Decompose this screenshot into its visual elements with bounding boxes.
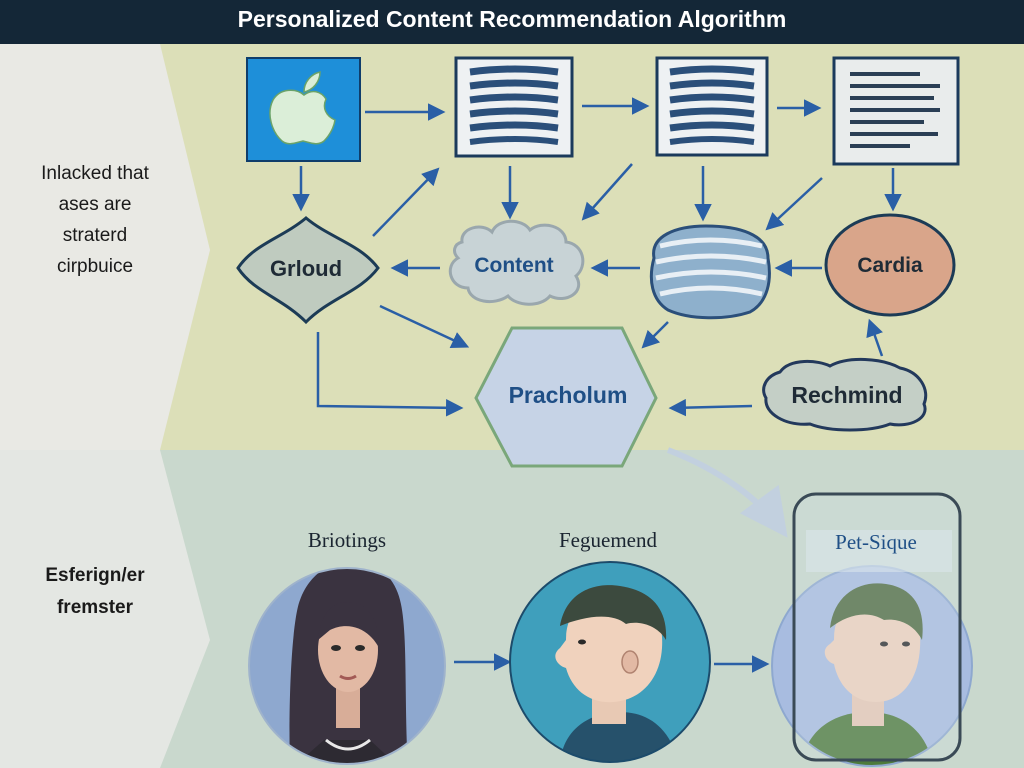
pracholum-node (474, 326, 658, 468)
transition-arrow (666, 447, 788, 538)
apple-logo-icon (246, 57, 361, 162)
side-note-top: Inlacked that ases are straterd cirpbuic… (0, 158, 190, 282)
content-cloud-node (448, 219, 585, 306)
rechmind-cloud-node (762, 357, 928, 432)
content-label: Content (474, 254, 554, 277)
side-note-line: straterd (62, 225, 128, 246)
person-label-second: Feguemend (559, 528, 657, 552)
woman-avatar (249, 568, 445, 764)
side-note-line: fremster (56, 597, 134, 618)
cardia-label: Cardia (857, 254, 923, 277)
flow-arrows (292, 97, 902, 673)
page-title: Personalized Content Recommendation Algo… (0, 0, 1024, 44)
side-note-line: Inlacked that (41, 163, 149, 184)
side-note-line: ases are (58, 194, 132, 215)
grloud-node (236, 216, 380, 325)
person-label-third: Pet-Sique (835, 530, 917, 554)
rechmind-label: Rechmind (791, 382, 903, 408)
person-label-first: Briotings (307, 528, 387, 552)
grloud-label: Grloud (269, 256, 343, 281)
man-profile-avatar (510, 562, 710, 762)
side-note-line: Esferign/er (45, 565, 145, 586)
side-panel-top (0, 44, 210, 450)
wavy-document-icon (454, 56, 574, 158)
side-note-bottom: Esferign/er fremster (0, 560, 190, 624)
cardia-node (824, 213, 956, 317)
wavy-document-icon (655, 56, 769, 157)
side-panel-bottom (0, 450, 210, 768)
side-note-line: cirpbuice (56, 256, 134, 277)
data-blob-node (649, 224, 771, 320)
man-phone-avatar (772, 566, 972, 766)
pracholum-label: Pracholum (508, 382, 628, 408)
text-document-icon (832, 56, 960, 166)
